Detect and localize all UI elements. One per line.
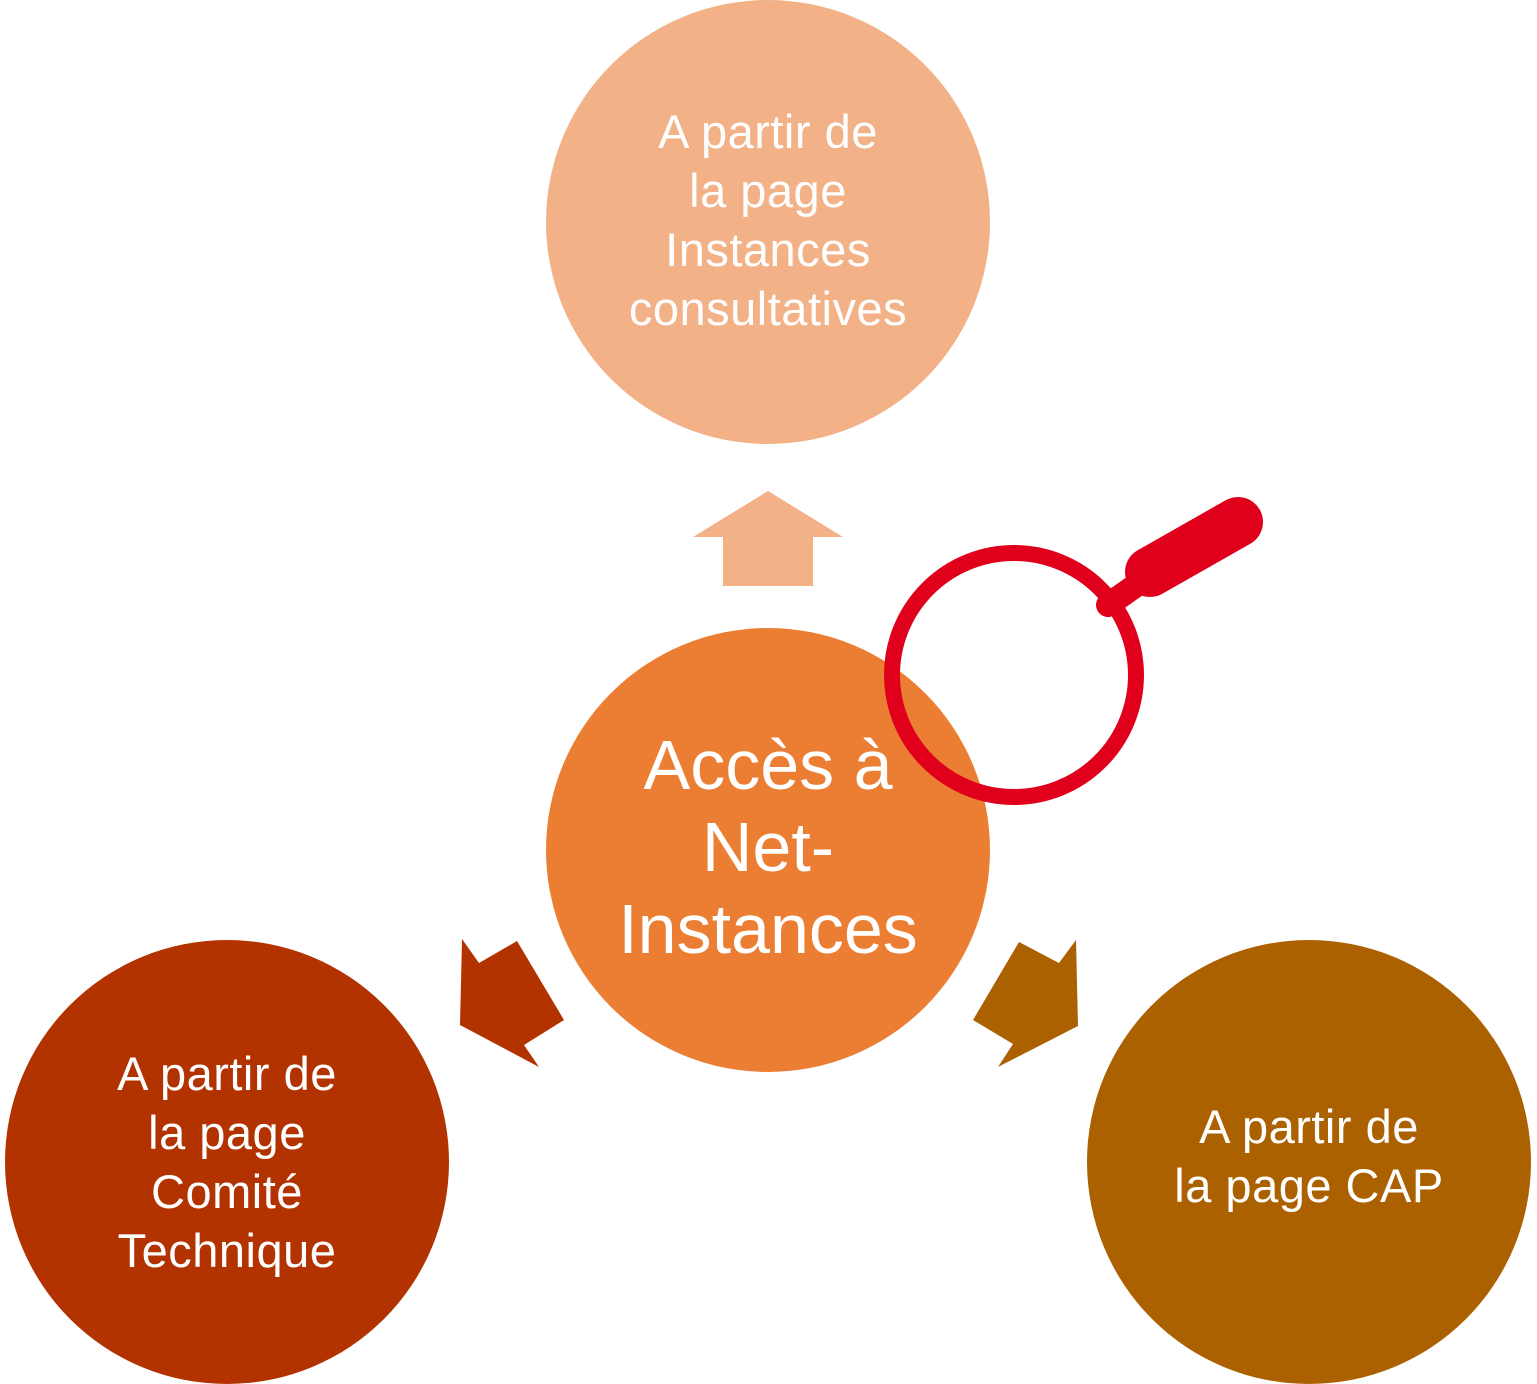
node-comite-technique: A partir de la page Comité Technique [5,940,449,1384]
center-node-label: Accès à Net- Instances [618,726,918,968]
arrow-down-left-to-left-node [460,939,564,1067]
node-instances-consultatives-label: A partir de la page Instances consultati… [628,105,908,335]
node-cap: A partir de la page CAP [1087,940,1531,1384]
center-node-acces-net-instances: Accès à Net- Instances [546,628,990,1072]
arrow-up-to-top-node [693,491,843,586]
node-cap-label: A partir de la page CAP [1174,1100,1444,1212]
arrow-down-right-to-right-node [973,940,1078,1067]
node-instances-consultatives: A partir de la page Instances consultati… [546,0,990,444]
node-comite-technique-label: A partir de la page Comité Technique [117,1047,337,1277]
